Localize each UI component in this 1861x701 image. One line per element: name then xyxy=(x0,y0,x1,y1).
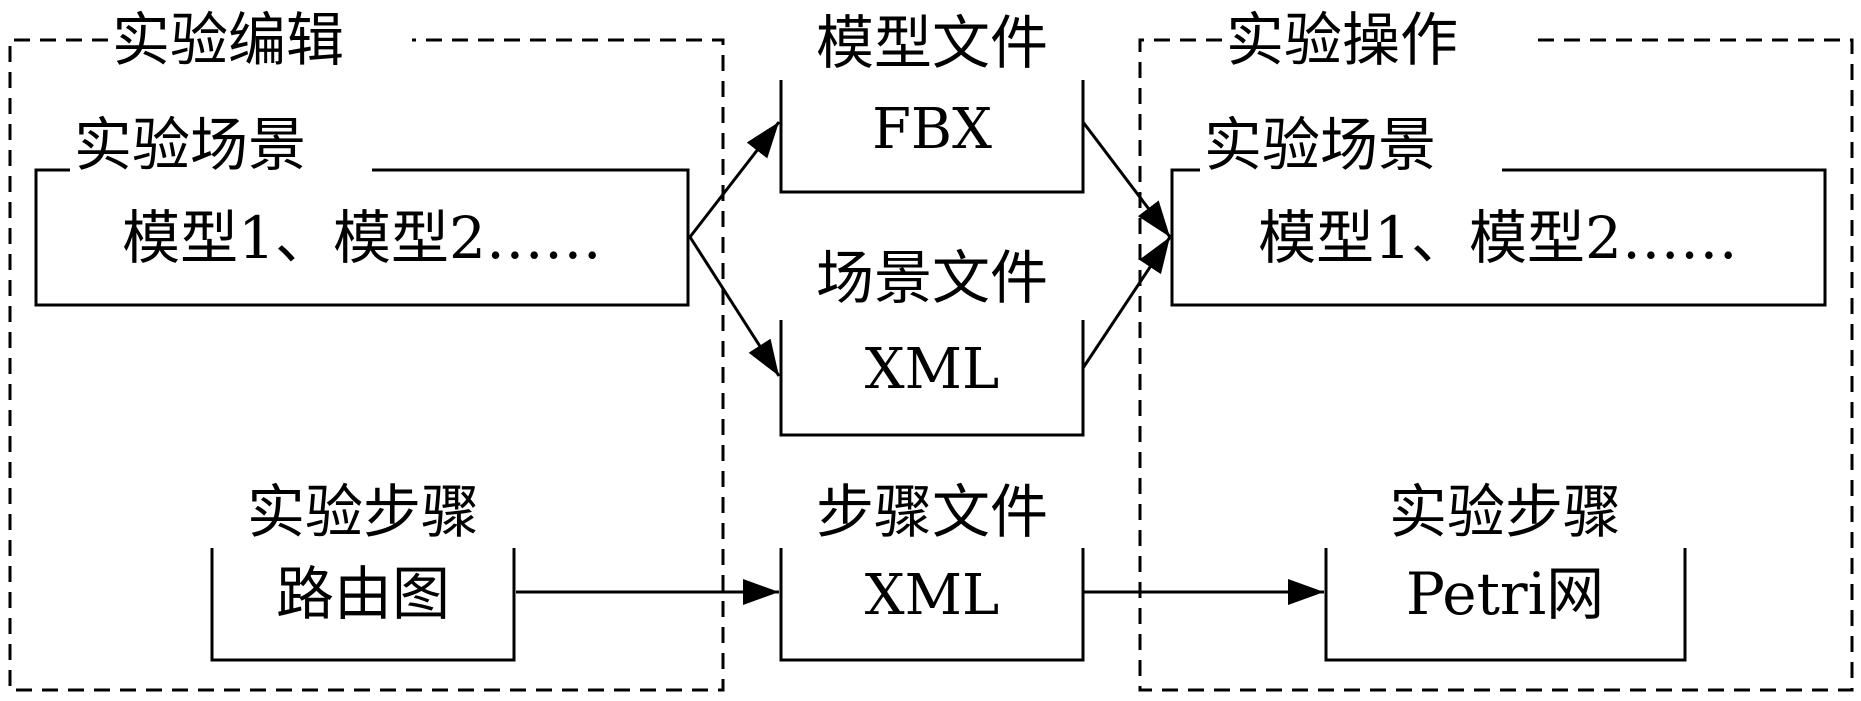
operation-scene-title: 实验场景 xyxy=(1204,111,1436,179)
model-file-box xyxy=(779,80,1085,194)
steps-file-box xyxy=(779,548,1085,662)
scene-file-title: 场景文件 xyxy=(816,244,1048,312)
operation-steps-title: 实验步骤 xyxy=(1389,478,1621,546)
arrow-editor-scene-to-model-file xyxy=(688,121,781,238)
editor-steps-box xyxy=(210,548,516,662)
operation-scene-box xyxy=(1170,168,1827,307)
arrow-editor-scene-to-scene-file xyxy=(688,236,781,377)
editor-steps-title: 实验步骤 xyxy=(247,478,479,546)
operation-steps-content: Petri网 xyxy=(1406,560,1604,628)
operation-group: 实验操作 实验场景 模型1、模型2…… 实验步骤 Petri网 xyxy=(1138,6,1854,692)
editor-dashed-border xyxy=(8,38,725,692)
arrow-model-file-to-operation-scene xyxy=(1081,121,1172,238)
steps-file-format: XML xyxy=(865,563,999,628)
arrow-scene-file-to-operation-scene xyxy=(1081,236,1172,369)
model-file-format: FBX xyxy=(872,97,992,162)
operation-title: 实验操作 xyxy=(1226,6,1458,74)
editor-scene-content: 模型1、模型2…… xyxy=(122,204,602,272)
steps-file-title: 步骤文件 xyxy=(816,478,1048,546)
model-file-title: 模型文件 xyxy=(816,9,1048,77)
editor-title: 实验编辑 xyxy=(112,6,344,74)
editor-group: 实验编辑 实验场景 模型1、模型2…… 实验步骤 路由图 xyxy=(8,6,725,692)
files-column: 模型文件 FBX 场景文件 XML 步骤文件 XML xyxy=(779,9,1085,662)
operation-scene-content: 模型1、模型2…… xyxy=(1258,204,1738,272)
operation-dashed-border xyxy=(1138,38,1854,692)
editor-steps-content: 路由图 xyxy=(276,560,450,628)
editor-scene-box xyxy=(34,168,690,307)
arrows xyxy=(516,121,1324,605)
scene-file-format: XML xyxy=(865,337,999,402)
scene-file-box xyxy=(779,320,1085,437)
operation-steps-box xyxy=(1324,548,1687,662)
editor-scene-title: 实验场景 xyxy=(74,111,306,179)
